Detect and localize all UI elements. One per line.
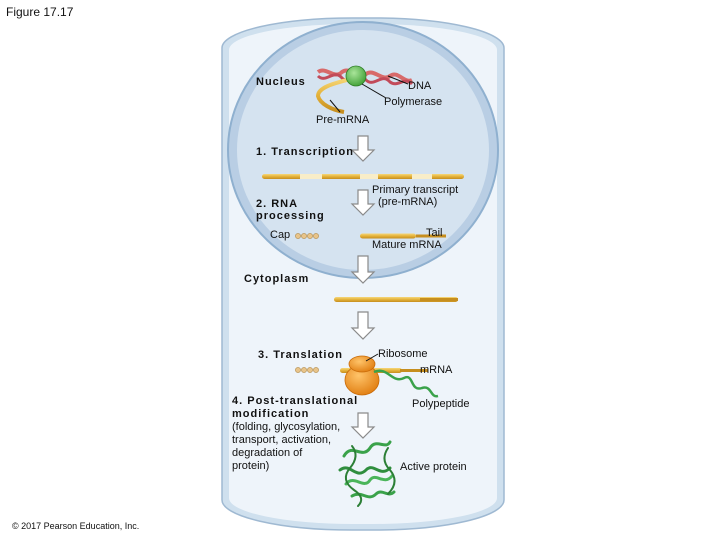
figure-title: Figure 17.17 <box>6 5 74 19</box>
polypeptide-label: Polypeptide <box>412 398 470 410</box>
arrow-post-translation <box>350 412 376 439</box>
pre-mrna-label: Pre-mRNA <box>316 114 370 126</box>
cap-bead <box>301 233 307 239</box>
polymerase-leader <box>361 83 387 99</box>
arrow-transcription <box>350 135 376 162</box>
post-translational-label-line2: modification <box>232 408 310 420</box>
polymerase-label: Polymerase <box>384 96 443 108</box>
cap-bead <box>295 233 301 239</box>
copyright-notice: © 2017 Pearson Education, Inc. <box>12 521 140 531</box>
post-translational-label-line6: protein) <box>232 460 270 472</box>
transcription-step-label: 1. Transcription <box>256 146 354 158</box>
arrow-translation <box>350 311 376 340</box>
active-protein-structure <box>338 440 396 507</box>
rna-processing-step-label-line1: 2. RNA <box>256 198 299 210</box>
rna-polymerase <box>345 65 367 87</box>
mature-mrna-label: Mature mRNA <box>372 239 442 251</box>
mature-mrna-strand <box>295 233 446 239</box>
mrna-label: mRNA <box>420 364 453 376</box>
translation-complex <box>295 353 439 398</box>
cap-bead <box>313 367 319 373</box>
post-translational-label-line3: (folding, glycosylation, <box>232 421 341 433</box>
translation-step-label: 3. Translation <box>258 349 343 361</box>
post-translational-label-line5: degradation of <box>232 447 303 459</box>
ribosome-leader <box>365 353 379 362</box>
pre-mrna-strand <box>315 76 356 114</box>
cap-label: Cap <box>270 229 291 241</box>
dna-leader <box>387 75 409 85</box>
cap-bead <box>301 367 307 373</box>
cytoplasm-mrna-strand <box>334 297 458 302</box>
ribosome-label: Ribosome <box>378 348 428 360</box>
arrow-export <box>350 255 376 284</box>
post-translational-label-line1: 4. Post-translational <box>232 395 359 407</box>
primary-transcript-label-line1: Primary transcript <box>372 184 459 196</box>
primary-transcript <box>262 174 464 179</box>
cap-bead <box>307 233 313 239</box>
dna-label: DNA <box>408 80 432 92</box>
dna-strand-2 <box>316 73 414 86</box>
tail-label: Tail <box>426 227 443 239</box>
arrow-rna-processing <box>350 189 376 216</box>
nucleus-label: Nucleus <box>256 76 306 88</box>
cytoplasm-label: Cytoplasm <box>244 273 310 285</box>
primary-transcript-label-line2: (pre-mRNA) <box>378 196 438 208</box>
post-translational-label-line4: transport, activation, <box>232 434 332 446</box>
polypeptide-chain <box>373 369 439 398</box>
cap-bead <box>295 367 301 373</box>
active-protein-label: Active protein <box>400 461 467 473</box>
rna-processing-step-label-line2: processing <box>256 210 325 222</box>
cap-bead <box>307 367 313 373</box>
cap-bead <box>313 233 319 239</box>
pre-mrna-leader <box>329 99 341 113</box>
